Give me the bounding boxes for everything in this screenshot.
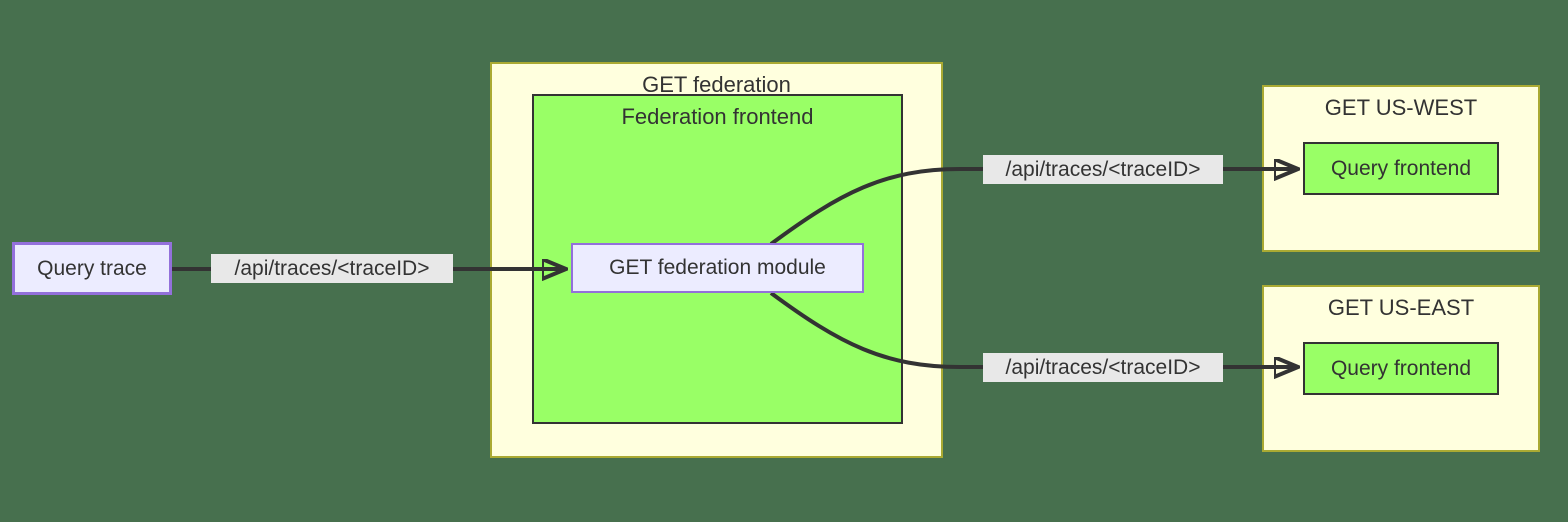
node-query-frontend-west: Query frontend bbox=[1303, 142, 1499, 195]
edge-label-query-trace: /api/traces/<traceID> bbox=[211, 254, 453, 283]
node-query-trace: Query trace bbox=[12, 242, 172, 295]
node-query-frontend-east: Query frontend bbox=[1303, 342, 1499, 395]
edge-label-us-east: /api/traces/<traceID> bbox=[983, 353, 1223, 382]
edge-label-us-west: /api/traces/<traceID> bbox=[983, 155, 1223, 184]
cluster-get-us-east-title: GET US-EAST bbox=[1327, 295, 1475, 320]
cluster-get-federation-title: GET federation bbox=[642, 72, 791, 97]
subgraph-federation-frontend-title: Federation frontend bbox=[621, 104, 814, 129]
node-get-federation-module: GET federation module bbox=[571, 243, 864, 293]
cluster-get-us-west-title: GET US-WEST bbox=[1324, 95, 1478, 120]
